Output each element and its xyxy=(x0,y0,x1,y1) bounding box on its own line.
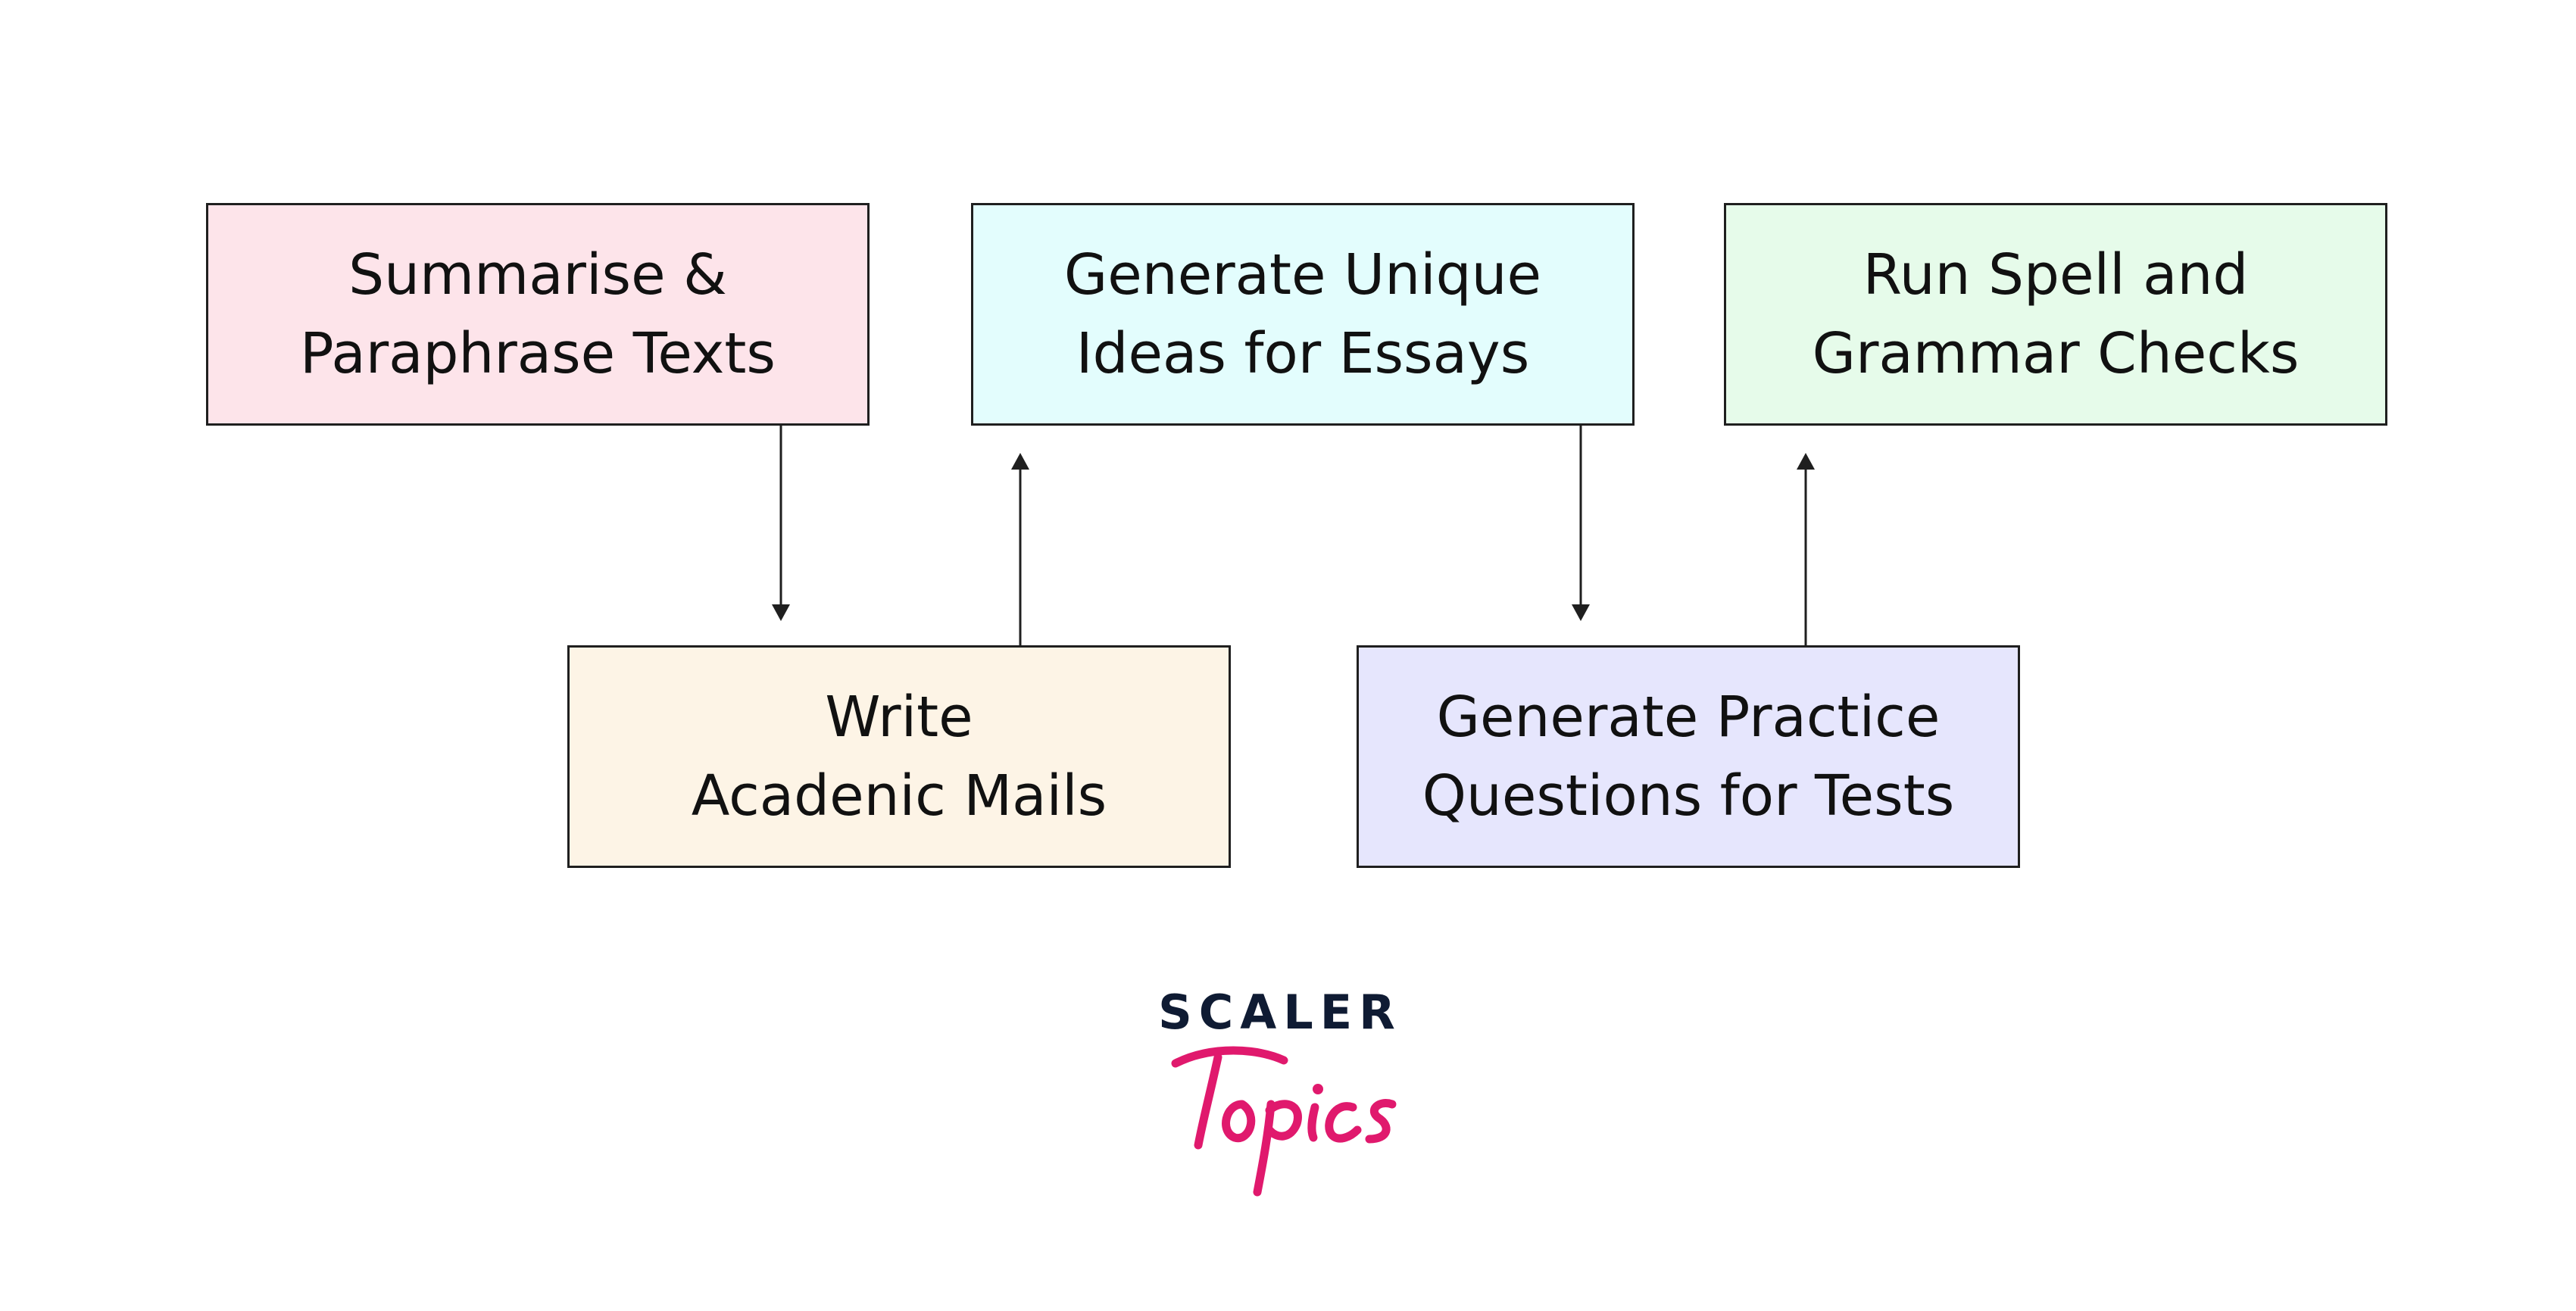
box-generate-ideas: Generate Unique Ideas for Essays xyxy=(971,203,1635,426)
box-label-line-2: Paraphrase Texts xyxy=(300,321,776,386)
box-label-line-1: Write xyxy=(825,685,973,750)
box-spell-grammar: Run Spell and Grammar Checks xyxy=(1724,203,2387,426)
arrowhead-down-icon xyxy=(772,604,790,621)
logo-wordmark: SCALER xyxy=(1158,985,1402,1040)
box-academic-mails: Write Acadenic Mails xyxy=(567,645,1231,868)
scaler-topics-logo: SCALER xyxy=(1129,985,1432,1204)
box-summarise-paraphrase: Summarise & Paraphrase Texts xyxy=(206,203,870,426)
box-label-line-2: Questions for Tests xyxy=(1422,763,1955,829)
arrowhead-up-icon xyxy=(1011,453,1029,470)
box-label-line-1: Generate Practice xyxy=(1436,685,1941,750)
box-label-line-2: Acadenic Mails xyxy=(691,763,1107,829)
arrowhead-down-icon xyxy=(1572,604,1590,621)
box-label-line-1: Summarise & xyxy=(348,242,727,307)
box-label-line-2: Grammar Checks xyxy=(1812,321,2300,386)
box-label-line-1: Generate Unique xyxy=(1063,242,1542,307)
box-label-line-2: Ideas for Essays xyxy=(1076,321,1530,386)
logo-script-topics xyxy=(1171,1046,1397,1197)
arrowhead-up-icon xyxy=(1797,453,1815,470)
box-practice-questions: Generate Practice Questions for Tests xyxy=(1357,645,2020,868)
box-label-line-1: Run Spell and xyxy=(1863,242,2249,307)
